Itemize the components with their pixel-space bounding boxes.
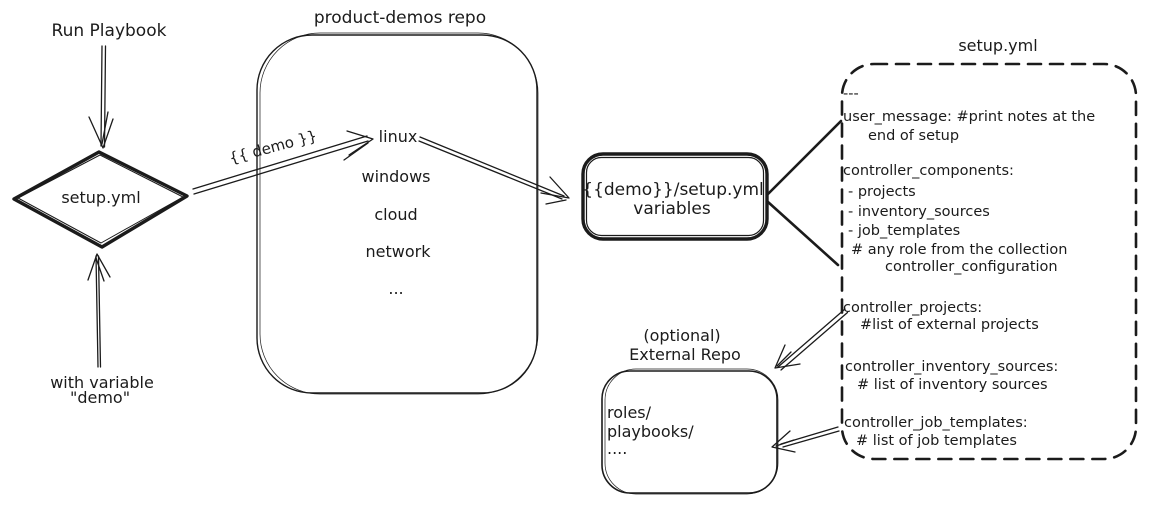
yaml-line-user-message: user_message: #print notes at the: [843, 109, 1096, 125]
yaml-line-controller-components: controller_components:: [843, 163, 1014, 179]
arrow-run-playbook-to-setup: [88, 45, 114, 149]
with-variable-label-line1: with variable: [50, 373, 154, 392]
external-repo-label-line2: External Repo: [629, 345, 741, 364]
repo-box-shape: [256, 32, 539, 395]
external-repo-line-ellipsis: ....: [607, 439, 628, 458]
repo-item-linux: linux: [378, 127, 418, 146]
yaml-line-inventory-sources: - inventory_sources: [848, 204, 990, 220]
arrow-projects-to-external-repo: [774, 308, 849, 371]
setup-yml-dashed-box-shape: [840, 62, 1138, 461]
repo-item-cloud: cloud: [374, 205, 418, 224]
variables-box-line2: variables: [633, 199, 711, 219]
yaml-line-doc-start: ---: [843, 86, 859, 102]
run-playbook-label: Run Playbook: [51, 21, 167, 41]
external-repo-label-line1: (optional): [643, 326, 721, 345]
external-repo-line-playbooks: playbooks/: [607, 422, 694, 441]
yaml-line-job-templates: - job_templates: [848, 223, 961, 239]
arrow-with-variable-to-setup: [87, 253, 111, 368]
arrow-linux-to-variables: [418, 136, 570, 205]
repo-item-windows: windows: [361, 167, 431, 186]
yaml-line-any-role-comment: # any role from the collection: [851, 242, 1068, 258]
yaml-line-job-templates-comment: # list of job templates: [856, 433, 1017, 449]
arrow-demo-to-linux: [192, 130, 374, 195]
setup-yml-diamond-label: setup.yml: [61, 188, 141, 207]
yaml-line-external-projects-comment: #list of external projects: [860, 317, 1039, 333]
external-repo-line-roles: roles/: [607, 403, 652, 422]
with-variable-label-line2: "demo": [69, 388, 131, 407]
arrow-job-templates-to-external-repo: [771, 426, 840, 453]
variables-box-line1: {{demo}}/setup.yml: [582, 180, 764, 200]
yaml-line-end-of-setup: end of setup: [868, 128, 960, 144]
yaml-line-controller-configuration: controller_configuration: [885, 259, 1058, 275]
repo-title: product-demos repo: [313, 8, 487, 28]
yaml-line-projects: - projects: [848, 184, 916, 200]
yaml-line-controller-inventory-sources: controller_inventory_sources:: [845, 359, 1059, 375]
yaml-line-inventory-sources-comment: # list of inventory sources: [857, 377, 1048, 393]
yaml-line-controller-job-templates: controller_job_templates:: [844, 415, 1028, 431]
external-repo-box-shape: [601, 368, 779, 495]
connector-variables-to-yaml: [766, 119, 843, 267]
diamond-shape: [12, 150, 189, 249]
variables-box-shape: [581, 152, 769, 241]
yaml-line-controller-projects: controller_projects:: [843, 300, 983, 316]
repo-item-ellipsis: ...: [388, 279, 404, 298]
repo-item-network: network: [365, 242, 431, 261]
setup-yml-box-title: setup.yml: [958, 36, 1038, 55]
